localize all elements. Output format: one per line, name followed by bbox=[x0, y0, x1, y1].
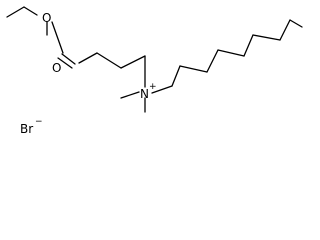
bond-chain-1 bbox=[96, 52, 122, 69]
bond-o-ester-carbonyl-carbon bbox=[51, 21, 64, 54]
bond-octyl-6 bbox=[243, 34, 254, 57]
bond-n-methyl-left bbox=[120, 91, 140, 99]
bond-octyl-4 bbox=[206, 49, 219, 73]
structure-diagram: O O N + Br − bbox=[6, 6, 303, 136]
bond-octyl-5 bbox=[217, 49, 245, 57]
bond-ethyl-ch2 bbox=[23, 6, 38, 16]
bond-octyl-2 bbox=[171, 65, 181, 87]
atom-nitrogen: N bbox=[140, 87, 149, 101]
bond-octyl-8 bbox=[279, 19, 291, 41]
bond-chain-2 bbox=[120, 55, 146, 69]
atom-oxygen-carbonyl: O bbox=[52, 61, 61, 75]
bond-carbonyl-double-2 bbox=[57, 57, 73, 69]
bond-octyl-3 bbox=[179, 65, 208, 73]
bond-octyl-9 bbox=[289, 19, 303, 28]
atom-bromine: Br bbox=[20, 122, 33, 136]
bond-ethyl-ch3 bbox=[6, 6, 25, 18]
bond-carbonyl-ch2 bbox=[78, 52, 98, 64]
bond-n-octyl-1 bbox=[151, 85, 173, 94]
atom-bromine-charge: − bbox=[35, 117, 43, 127]
bond-carbonyl-double-1 bbox=[61, 53, 76, 65]
atom-oxygen-ester: O bbox=[42, 11, 51, 25]
atom-nitrogen-charge: + bbox=[149, 82, 157, 92]
bond-octyl-7 bbox=[252, 34, 281, 41]
